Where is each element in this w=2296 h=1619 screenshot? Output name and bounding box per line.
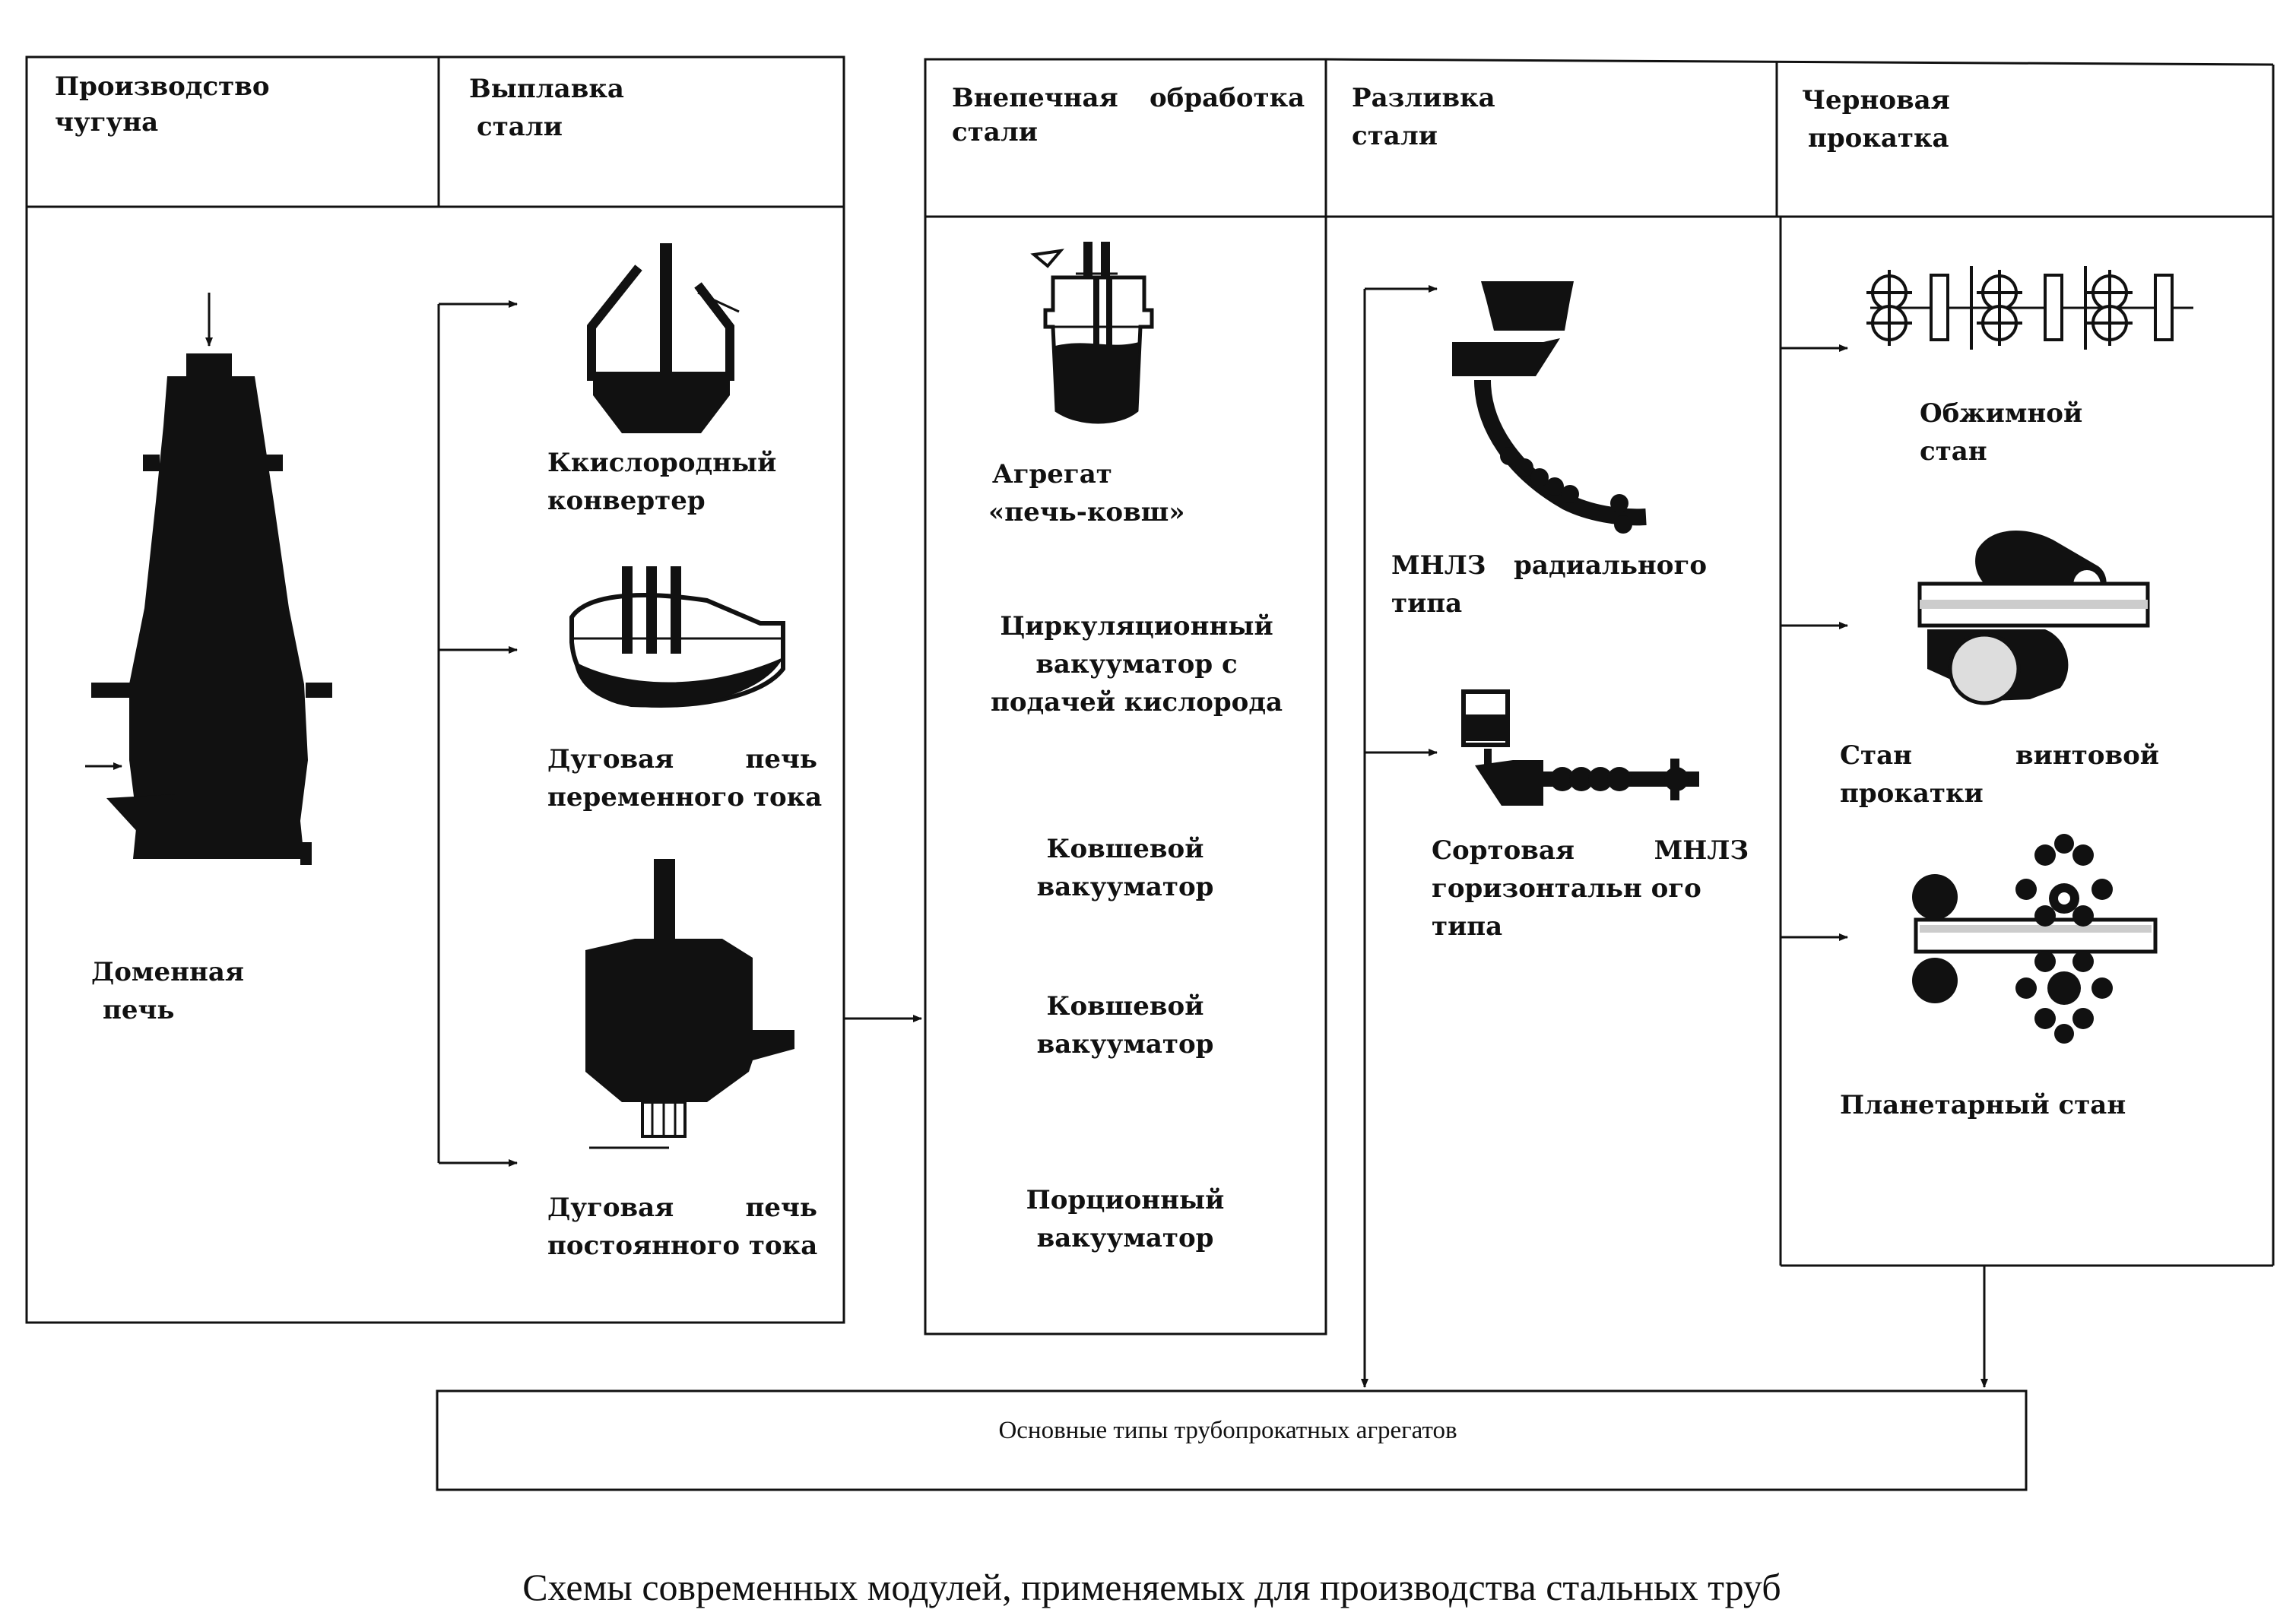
label-ladle-vacuum-1-line2: вакууматор [1037,872,1214,902]
arrows-rolling [1781,344,1988,1388]
header-steelmaking-line1: Выплавка [469,74,624,104]
left-frame [25,55,845,1324]
label-blast-furnace-line1: Доменная [91,957,244,987]
label-circulation-vacuum-line1: Циркуляционный [1000,611,1273,642]
label-tube-mill-types: Основные типы трубопрокатных агрегатов [998,1417,1457,1444]
label-dc-furnace-word1: Дуговая [547,1193,674,1223]
header-rolling-line2: прокатка [1808,123,1949,154]
label-blast-furnace-line2: печь [103,995,174,1025]
frame-iron-steelmaking [25,55,845,1324]
label-ladle-vacuum-1-line1: Ковшевой [1047,834,1204,864]
header-secondary-word1: Внепечная [952,83,1118,113]
right-header-top-border [1325,58,2274,66]
header-iron-line2: чугуна [55,107,158,138]
figure-caption: Схемы современных модулей, применяемых д… [522,1566,1781,1608]
label-ladle-vacuum-2-line1: Ковшевой [1047,991,1204,1022]
arrows-casting [1361,285,1438,1388]
radial-ccm-icon [1452,281,1647,534]
label-circulation-vacuum-line2: вакууматор с [1035,649,1237,680]
tube-mill-types-box [436,1389,2028,1491]
screw-rolling-mill-icon [1917,531,2150,705]
header-secondary-line2: стали [952,117,1038,147]
dc-arc-furnace-icon [585,859,794,1149]
label-radial-ccm-line2: типа [1391,588,1462,619]
label-oxygen-converter-line2: конвертер [547,486,706,516]
label-ladle-furnace-line1: Агрегат [992,459,1112,490]
label-screw-mill-word2: винтовой [2015,740,2159,771]
label-dc-furnace-line2: постоянного тока [547,1231,817,1261]
radial-rollers [1500,447,1632,534]
header-rolling-line1: Черновая [1802,85,1950,116]
horizontal-ccm-icon [1461,689,1699,806]
label-blooming-mill-line1: Обжимной [1920,398,2082,429]
label-oxygen-converter-line1: Ккислородный [547,448,776,478]
label-radial-ccm-word2: радиального [1514,550,1707,581]
label-circulation-vacuum-line3: подачей кислорода [991,687,1283,718]
ladle-furnace-icon [1030,242,1154,424]
label-portion-vacuum-line2: вакууматор [1037,1223,1214,1253]
header-casting-line1: Разливка [1352,83,1495,113]
frame-secondary-casting-rolling [924,58,2275,1335]
secondary-treatment-frame [924,58,1327,1335]
label-portion-vacuum-line1: Порционный [1026,1185,1225,1215]
arrows-steelmaking [437,300,518,1167]
blooming-mill-icon [1866,266,2193,350]
ac-arc-furnace-icon [569,566,785,708]
label-ac-furnace-word1: Дуговая [547,744,674,775]
label-ac-furnace-line2: переменного тока [547,782,822,813]
oxygen-converter-icon [587,243,740,433]
label-screw-mill-word1: Стан [1840,740,1912,771]
label-horizontal-ccm-word1: Сортовая [1432,835,1575,866]
label-radial-ccm-word1: МНЛЗ [1391,550,1486,581]
planetary-mill-icon [1912,834,2158,1044]
label-planetary-mill: Планетарный стан [1840,1090,2126,1120]
label-blooming-mill-line2: стан [1920,436,1987,467]
label-dc-furnace-word2: печь [746,1193,817,1223]
label-horizontal-ccm-word2: МНЛЗ [1654,835,1749,866]
label-screw-mill-line2: прокатки [1840,778,1984,809]
header-iron-line1: Производство [55,71,270,102]
header-secondary-word2: обработка [1150,83,1305,113]
label-ladle-furnace-line2: «печь-ковш» [988,497,1185,528]
label-horizontal-ccm-line3: типа [1432,911,1502,942]
blast-furnace-icon [85,293,332,865]
label-ladle-vacuum-2-line2: вакууматор [1037,1029,1214,1060]
header-steelmaking-line2: стали [477,112,563,142]
header-casting-line2: стали [1352,121,1438,151]
label-ac-furnace-word2: печь [746,744,817,775]
label-horizontal-ccm-line2: горизонтальн ого [1432,873,1701,904]
